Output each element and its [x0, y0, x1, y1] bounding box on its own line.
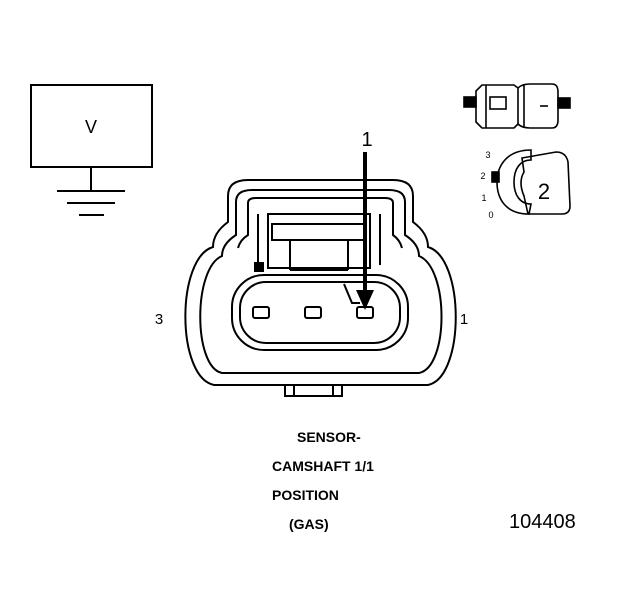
connector-outer-shell — [184, 179, 457, 386]
mated-connector-icon — [463, 83, 571, 129]
terminal-2 — [304, 306, 322, 319]
pin-label-right: 1 — [460, 311, 468, 328]
caption: SENSOR- CAMSHAFT 1/1 POSITION (GAS) — [272, 429, 374, 532]
figure-id: 104408 — [509, 511, 576, 533]
voltmeter-symbol: V — [85, 117, 97, 137]
latch-frame — [267, 213, 371, 269]
callout-arrow — [356, 152, 374, 310]
scale-label-2: 1 — [481, 193, 486, 203]
terminal-face-outer — [231, 274, 409, 351]
terminal-face-inner — [239, 281, 401, 344]
caption-line-3: POSITION — [272, 487, 339, 503]
connector-housing — [184, 179, 457, 397]
terminal-3 — [252, 306, 270, 319]
terminal-position-icon — [491, 149, 571, 215]
connector-feet — [284, 385, 343, 397]
scale-label-0: 3 — [485, 150, 490, 160]
ground-icon — [57, 190, 125, 216]
latch-tab — [271, 223, 367, 241]
terminal-face — [231, 274, 409, 351]
scale-label-1: 2 — [480, 171, 485, 181]
connector-shell-step — [247, 197, 403, 249]
view-number: 2 — [538, 179, 550, 204]
pin-label-left: 3 — [155, 311, 163, 328]
caption-line-1: SENSOR- — [297, 429, 361, 445]
caption-line-4: (GAS) — [289, 516, 329, 532]
key-notch — [254, 262, 264, 272]
probe-lead — [343, 283, 360, 304]
scale-label-3: 0 — [488, 210, 493, 220]
callout-number: 1 — [361, 129, 372, 151]
connector-inner-shell — [199, 189, 443, 374]
voltmeter — [30, 84, 153, 216]
caption-line-2: CAMSHAFT 1/1 — [272, 458, 374, 474]
